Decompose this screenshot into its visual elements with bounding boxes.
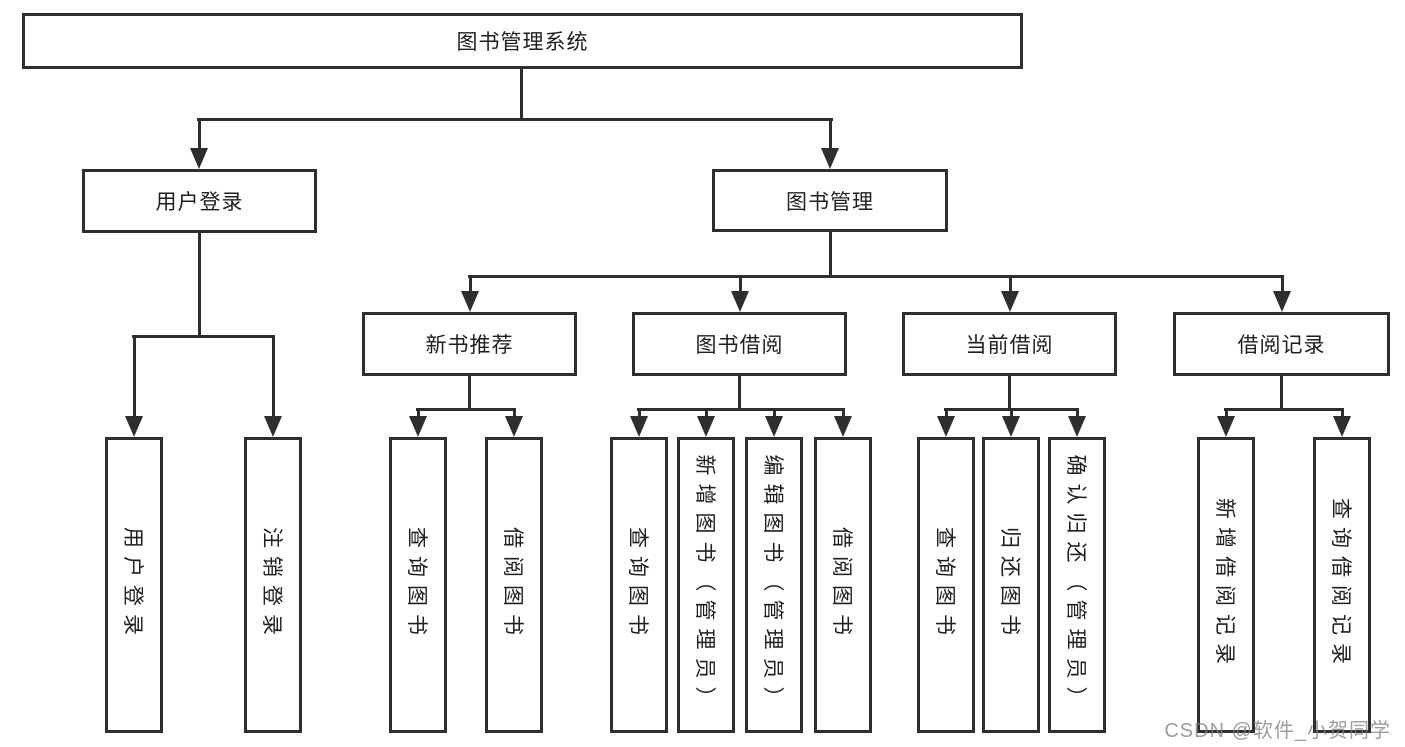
connector-stem-bb-query: [638, 408, 641, 420]
arrowhead-new-book: [461, 291, 479, 312]
arrowhead-br-query: [1333, 416, 1351, 437]
connector-stem-bb-add: [705, 408, 708, 420]
connector-stem-nb-query: [417, 408, 420, 420]
arrowhead-book-borrow: [731, 291, 749, 312]
connector-stem-leaf-logout: [272, 335, 275, 420]
arrowhead-nb-borrow: [505, 416, 523, 437]
node-current-borrowing: 当前借阅: [902, 312, 1117, 376]
connector-bookborrow-vertical: [738, 376, 741, 411]
arrowhead-borrow-record: [1273, 291, 1291, 312]
node-new-book-recommend: 新书推荐: [362, 312, 577, 376]
connector-newbook-vertical: [468, 376, 471, 411]
connector-root-horizontal: [197, 118, 833, 121]
leaf-borrow-query-book-label: 查询图书: [626, 527, 649, 643]
connector-stem-borrow-record: [1281, 275, 1284, 295]
arrowhead-cb-confirm: [1068, 416, 1086, 437]
node-borrow-records: 借阅记录: [1173, 312, 1390, 376]
connector-stem-current-borrow: [1009, 275, 1012, 295]
leaf-current-return-book: 归还图书: [982, 437, 1040, 733]
connector-login-vertical: [198, 233, 201, 338]
connector-newbook-horizontal: [416, 408, 516, 411]
connector-stem-bb-borrow: [842, 408, 845, 420]
leaf-borrow-borrow-book-label: 借阅图书: [830, 527, 853, 643]
connector-stem-book-borrow: [739, 275, 742, 295]
arrowhead-nb-query: [409, 416, 427, 437]
leaf-borrow-edit-book-admin: 编辑图书（管理员）: [745, 437, 803, 733]
leaf-newbook-query-book-label: 查询图书: [405, 527, 428, 643]
connector-mgmt-vertical: [829, 232, 832, 278]
connector-stem-cb-query: [945, 408, 948, 420]
leaf-user-login-label: 用户登录: [121, 527, 144, 643]
arrowhead-bb-edit: [765, 416, 783, 437]
connector-borrowrecord-horizontal: [1224, 408, 1344, 411]
node-root-label: 图书管理系统: [456, 31, 589, 54]
leaf-borrow-borrow-book: 借阅图书: [814, 437, 872, 733]
leaf-record-add-record: 新增借阅记录: [1197, 437, 1255, 733]
connector-root-vertical: [520, 69, 523, 121]
connector-stem-br-add: [1225, 408, 1228, 420]
connector-borrowrecord-vertical: [1280, 376, 1283, 411]
arrowhead-book-mgmt: [821, 148, 839, 169]
arrowhead-leaf-logout: [264, 416, 282, 437]
leaf-borrow-query-book: 查询图书: [610, 437, 668, 733]
csdn-watermark: CSDN @软件_小贺同学: [1164, 720, 1391, 742]
leaf-record-add-record-label: 新增借阅记录: [1213, 498, 1236, 672]
leaf-newbook-borrow-book-label: 借阅图书: [501, 527, 524, 643]
leaf-record-query-record: 查询借阅记录: [1313, 437, 1371, 733]
connector-login-horizontal: [132, 335, 275, 338]
leaf-borrow-add-book-admin-label: 新增图书（管理员）: [693, 454, 716, 716]
connector-mgmt-horizontal: [468, 275, 1284, 278]
connector-bookborrow-horizontal: [637, 408, 845, 411]
arrowhead-bb-add: [697, 416, 715, 437]
arrowhead-cb-query: [937, 416, 955, 437]
node-book-management-label: 图书管理: [786, 190, 874, 214]
leaf-logout: 注销登录: [244, 437, 302, 733]
leaf-borrow-add-book-admin: 新增图书（管理员）: [677, 437, 735, 733]
connector-stem-book-mgmt: [829, 118, 832, 152]
leaf-current-query-book: 查询图书: [917, 437, 975, 733]
node-book-borrowing-label: 图书借阅: [695, 334, 784, 357]
connector-stem-nb-borrow: [513, 408, 516, 420]
leaf-current-confirm-return-admin: 确认归还（管理员）: [1048, 437, 1106, 733]
connector-stem-bb-edit: [773, 408, 776, 420]
leaf-logout-label: 注销登录: [260, 527, 283, 643]
arrowhead-cb-return: [1002, 416, 1020, 437]
connector-stem-new-book: [469, 275, 472, 295]
arrowhead-bb-borrow: [834, 416, 852, 437]
node-book-management: 图书管理: [712, 169, 948, 232]
connector-stem-cb-return: [1010, 408, 1013, 420]
connector-stem-user-login: [198, 118, 201, 152]
arrowhead-leaf-login: [125, 416, 143, 437]
arrowhead-current-borrow: [1001, 291, 1019, 312]
arrowhead-bb-query: [630, 416, 648, 437]
node-borrow-records-label: 借阅记录: [1237, 334, 1326, 357]
leaf-current-confirm-return-admin-label: 确认归还（管理员）: [1064, 454, 1087, 716]
leaf-newbook-query-book: 查询图书: [389, 437, 447, 733]
node-new-book-recommend-label: 新书推荐: [425, 334, 514, 357]
connector-stem-leaf-login: [133, 335, 136, 420]
leaf-borrow-edit-book-admin-label: 编辑图书（管理员）: [761, 454, 784, 716]
arrowhead-user-login: [190, 148, 208, 169]
connector-currentborrow-vertical: [1008, 376, 1011, 411]
node-book-borrowing: 图书借阅: [632, 312, 847, 376]
node-user-login: 用户登录: [82, 169, 317, 233]
arrowhead-br-add: [1217, 416, 1235, 437]
connector-stem-br-query: [1341, 408, 1344, 420]
node-current-borrowing-label: 当前借阅: [965, 334, 1054, 357]
connector-stem-cb-confirm: [1076, 408, 1079, 420]
leaf-record-query-record-label: 查询借阅记录: [1329, 498, 1352, 672]
leaf-newbook-borrow-book: 借阅图书: [485, 437, 543, 733]
node-root-library-system: 图书管理系统: [22, 13, 1023, 69]
leaf-user-login: 用户登录: [105, 437, 163, 733]
leaf-current-return-book-label: 归还图书: [998, 527, 1021, 643]
leaf-current-query-book-label: 查询图书: [933, 527, 956, 643]
node-user-login-label: 用户登录: [155, 191, 244, 214]
